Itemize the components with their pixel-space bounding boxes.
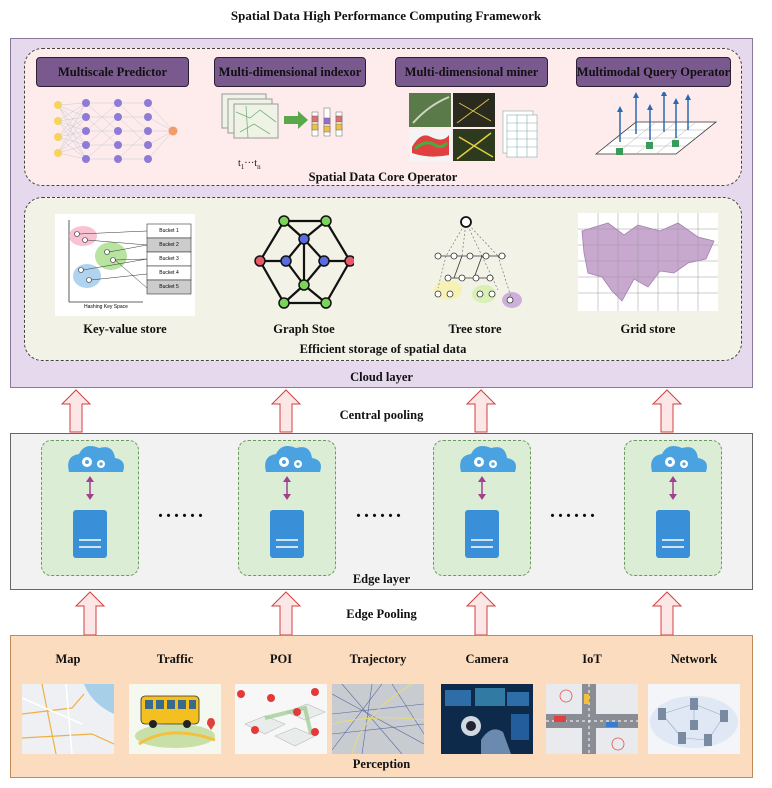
network-image	[648, 684, 740, 754]
edge-pooling-label: Edge Pooling	[346, 607, 417, 621]
ellipsis: ......	[158, 500, 206, 522]
tree-store-icon	[434, 216, 522, 308]
neural-network-icon	[54, 99, 178, 163]
satellite-imagery-icon	[409, 93, 538, 161]
central-pooling-arrows	[60, 389, 683, 433]
bucket-label: Bucket 2	[159, 242, 179, 248]
edge-layer-label: Edge layer	[352, 572, 411, 586]
iot-image	[546, 684, 638, 754]
cloud-server-icon	[460, 446, 516, 558]
operator-multidimensional-indexor: Multi-dimensional indexor	[214, 57, 366, 87]
source-label-iot: IoT	[582, 652, 602, 666]
source-label-trajectory: Trajectory	[349, 652, 407, 666]
operator-multiscale-predictor: Multiscale Predictor	[36, 57, 189, 87]
bucket-label: Bucket 3	[159, 256, 179, 262]
cloud-server-icon	[68, 446, 124, 558]
bucket-label: Bucket 4	[159, 270, 179, 276]
poi-image	[235, 684, 327, 754]
perception-label: Perception	[352, 757, 411, 771]
cloud-server-icon	[265, 446, 321, 558]
tree-store-label: Tree store	[448, 322, 502, 336]
trajectory-image	[332, 684, 424, 754]
source-label-map: Map	[55, 652, 81, 666]
graph-store-label: Graph Stoe	[273, 322, 335, 336]
central-pooling-label: Central pooling	[339, 408, 424, 422]
hash-axis-label: Hashing Key Space	[84, 304, 128, 310]
time-range-label: t1···tn	[238, 158, 261, 171]
cloud-layer-label: Cloud layer	[350, 370, 413, 384]
core-operator-label: Spatial Data Core Operator	[308, 170, 458, 184]
hash-buckets-icon	[68, 220, 192, 303]
key-value-store-label: Key-value store	[83, 322, 167, 336]
source-label-poi: POI	[269, 652, 293, 666]
source-label-camera: Camera	[465, 652, 509, 666]
camera-image	[441, 684, 533, 754]
source-label-network: Network	[670, 652, 718, 666]
diagram-title: Spatial Data High Performance Computing …	[230, 8, 542, 23]
ellipsis: ......	[356, 500, 404, 522]
cloud-server-icon	[651, 446, 707, 558]
operator-multimodal-query: Multimodal Query Operator	[576, 57, 731, 87]
bucket-label: Bucket 5	[159, 284, 179, 290]
bucket-label: Bucket 1	[159, 228, 179, 234]
graph-store-icon	[254, 215, 354, 309]
map-tiles-icon	[221, 93, 343, 139]
storage-label: Efficient storage of spatial data	[299, 342, 467, 356]
map-image	[22, 684, 114, 754]
operator-multidimensional-miner: Multi-dimensional miner	[395, 57, 548, 87]
grid-store-icon	[578, 213, 718, 311]
key-value-store-panel: Bucket 1 Bucket 2 Bucket 3 Bucket 4 Buck…	[55, 214, 195, 316]
traffic-image	[129, 684, 221, 754]
ellipsis: ......	[550, 500, 598, 522]
grid-store-label: Grid store	[620, 322, 676, 336]
3d-query-icon	[594, 92, 718, 155]
source-label-traffic: Traffic	[156, 652, 194, 666]
